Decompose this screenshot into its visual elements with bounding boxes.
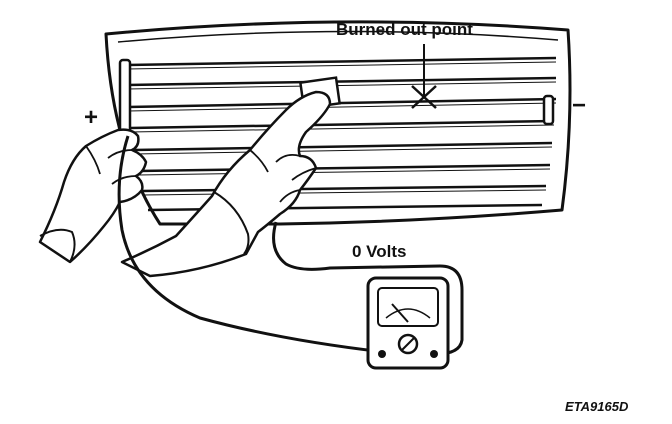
right-arm-sleeve [213,191,250,255]
left-hand-icon [38,128,148,264]
grid-line [141,189,547,196]
grid-line [125,76,557,87]
right-bus-bar [542,94,555,126]
right-hand-icon [120,90,332,278]
rear-window-inner-edge [117,30,559,43]
grid-line [133,141,553,152]
positive-terminal-label: + [84,104,99,131]
left-arm-sleeve [39,228,76,263]
voltmeter-needle [391,303,409,323]
burned-out-point-label: Burned out point [336,20,473,39]
burned-point-x-icon [411,85,437,109]
negative-test-lead [117,135,385,354]
grid-line [125,81,557,90]
voltmeter-knob-mark [401,337,415,351]
grid-line [129,124,555,133]
voltage-reading-label: 0 Volts [352,242,407,261]
grid-line [127,97,557,109]
figure-code-label: ETA9165D [565,399,629,414]
grid-line [127,102,557,112]
grid-line [129,119,555,130]
voltmeter-terminal-right [430,350,438,358]
grid-line [125,61,557,70]
voltmeter-dial [377,287,439,327]
grid-line [125,56,557,67]
grid-line [137,163,551,173]
right-hand-detail [249,149,317,203]
voltmeter [366,276,450,370]
left-bus-bar [118,58,132,142]
grid-line [141,184,547,193]
voltmeter-scale [385,308,431,319]
defogger-grid [125,56,557,212]
positive-test-lead [272,221,464,356]
negative-terminal-label: − [572,92,587,119]
voltmeter-terminal-left [378,350,386,358]
left-hand-detail [85,145,137,185]
grid-line [137,168,551,176]
grid-line [133,146,553,155]
